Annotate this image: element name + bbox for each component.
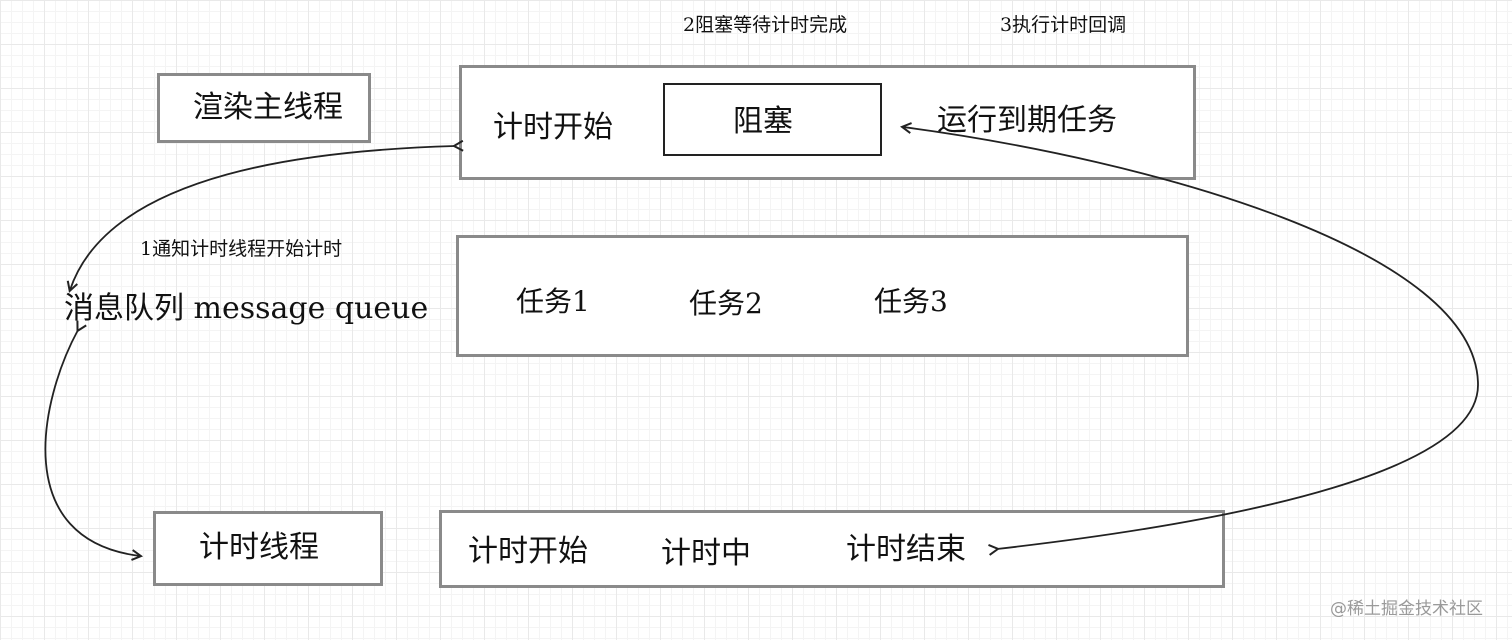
timer-item-running: 计时中 [661, 536, 751, 571]
render-thread-label: 渲染主线程 [193, 90, 343, 125]
timer-thread-timeline: 计时开始 计时中 计时结束 [439, 510, 1225, 588]
timer-item-start: 计时开始 [468, 534, 588, 569]
queue-task-1: 任务1 [516, 285, 590, 318]
timer-thread-box: 计时线程 [153, 511, 383, 586]
message-queue-box: 任务1 任务2 任务3 [456, 235, 1189, 357]
render-thread-box: 渲染主线程 [157, 73, 371, 143]
step1-label: 1通知计时线程开始计时 [140, 238, 343, 260]
arrow-render-to-queue [70, 146, 455, 290]
step3-label: 3执行计时回调 [1000, 14, 1127, 36]
render-item-run-expired-tasks: 运行到期任务 [937, 103, 1117, 138]
step2-label: 2阻塞等待计时完成 [683, 14, 848, 36]
render-thread-timeline: 计时开始 阻塞 运行到期任务 [459, 65, 1196, 180]
timer-thread-label: 计时线程 [199, 530, 319, 565]
arrow-queue-to-timer [44, 330, 140, 556]
message-queue-label: 消息队列 message queue [64, 291, 429, 326]
queue-task-2: 任务2 [689, 287, 763, 320]
watermark: @稀土掘金技术社区 [1330, 599, 1483, 619]
render-item-block: 阻塞 [733, 104, 793, 139]
block-box: 阻塞 [663, 83, 882, 156]
render-item-timer-start: 计时开始 [493, 110, 613, 145]
queue-task-3: 任务3 [874, 285, 948, 318]
timer-item-end: 计时结束 [846, 532, 966, 567]
